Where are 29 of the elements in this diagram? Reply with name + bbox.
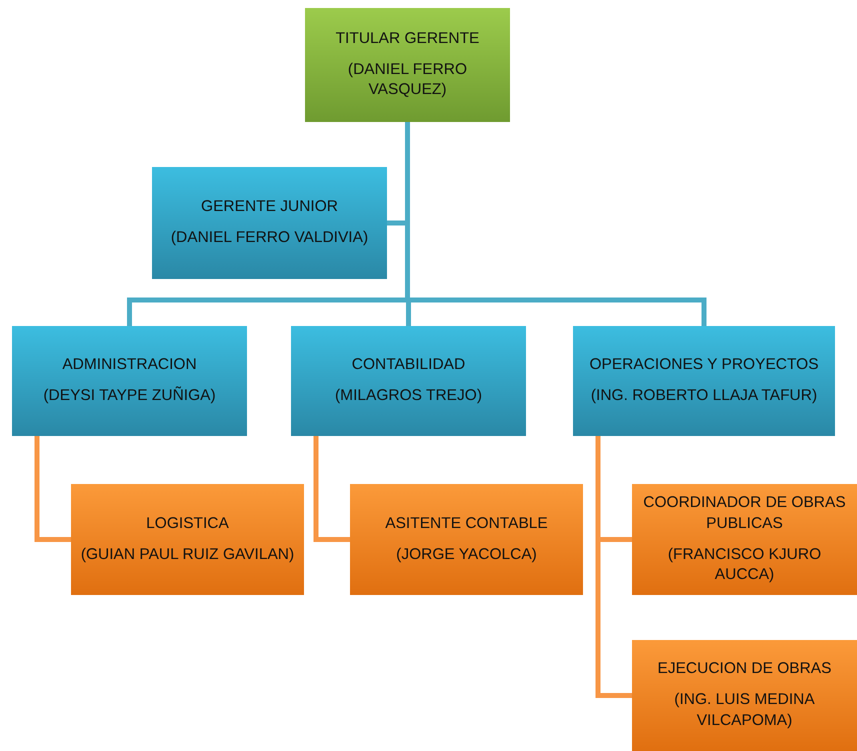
person-name: (GUIAN PAUL RUIZ GAVILAN) [80,544,294,564]
org-box [350,484,583,595]
position-title: COORDINADOR DE OBRAS PUBLICAS [642,492,847,534]
position-title: ADMINISTRACION [62,355,197,376]
org-box [291,326,526,436]
connector-line [314,436,350,542]
org-box [573,326,835,436]
position-title: OPERACIONES Y PROYECTOS [589,355,819,376]
person-name: (DANIEL FERRO VALDIVIA) [170,228,368,248]
org-box [305,8,510,122]
position-title: CONTABILIDAD [352,355,466,376]
position-title: EJECUCION DE OBRAS [658,659,832,680]
org-box [12,326,247,436]
person-name: (DANIEL FERRO VASQUEZ) [346,60,468,100]
position-title: ASITENTE CONTABLE [385,514,548,534]
person-name: (JORGE YACOLCA) [396,544,537,564]
position-title: GERENTE JUNIOR [201,197,338,218]
person-name: (ING. ROBERTO LLAJA TAFUR) [590,386,818,406]
person-name: (DEYSI TAYPE ZUÑIGA) [43,386,216,406]
person-name: (ING. LUIS MEDINA VILCAPOMA) [673,690,816,731]
position-title: TITULAR GERENTE [336,28,480,49]
org-box [71,484,304,595]
person-name: (MILAGROS TREJO) [335,386,482,406]
org-box [632,484,857,595]
org-box [152,167,387,279]
person-name: (FRANCISCO KJURO AUCCA) [666,544,822,586]
position-title: LOGISTICA [146,514,229,534]
connector-line [34,436,71,542]
org-box [632,640,857,751]
